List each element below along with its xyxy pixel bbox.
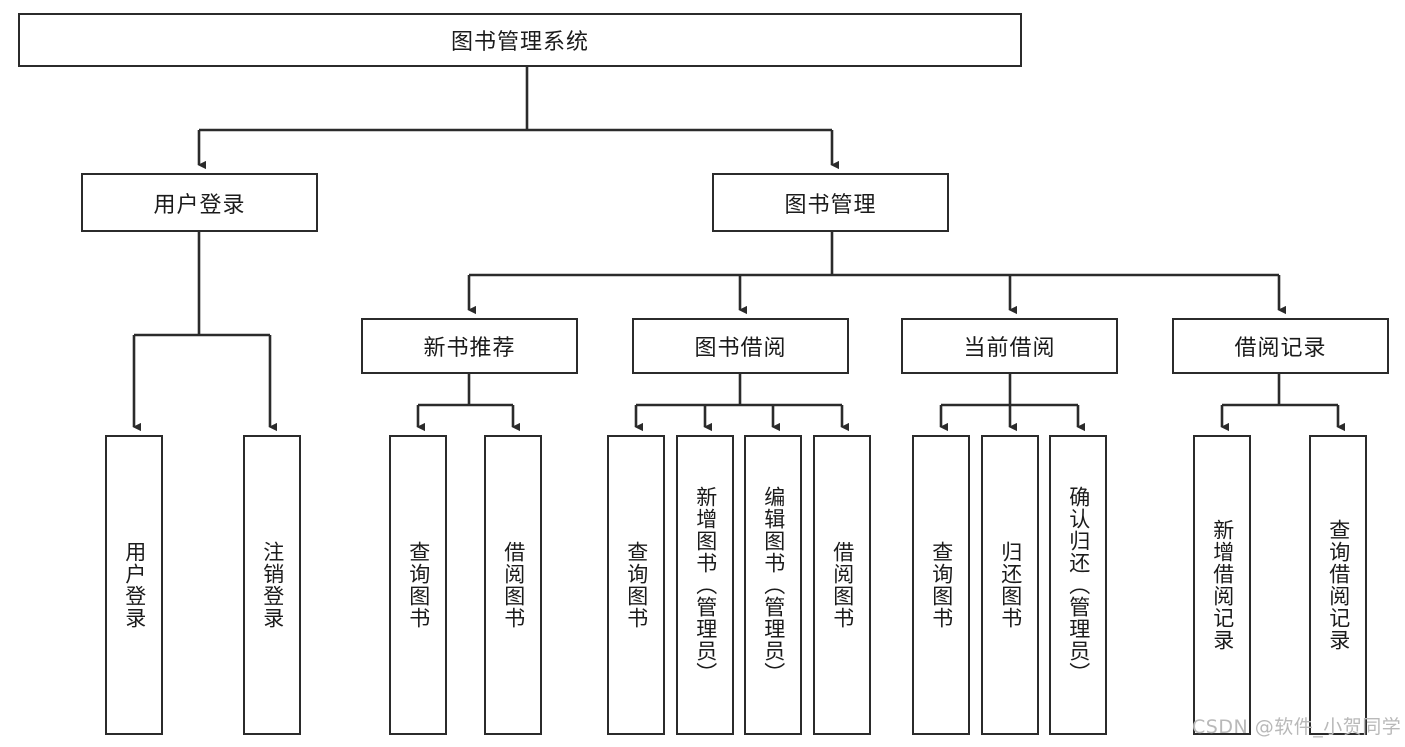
leaf-user-login-label: 用户登录 bbox=[122, 541, 147, 629]
leaf-add-borrow-record-label: 新增借阅记录 bbox=[1210, 519, 1235, 651]
leaf-query-book-borrow[interactable]: 查询图书 bbox=[607, 435, 665, 735]
leaf-borrow-book-label: 借阅图书 bbox=[830, 541, 855, 629]
leaf-query-borrow-record-label: 查询借阅记录 bbox=[1326, 519, 1351, 651]
node-book-management[interactable]: 图书管理 bbox=[712, 173, 949, 232]
node-current-borrow[interactable]: 当前借阅 bbox=[901, 318, 1118, 374]
leaf-confirm-return-admin-label: 确认归还（管理员） bbox=[1066, 486, 1091, 684]
node-user-login[interactable]: 用户登录 bbox=[81, 173, 318, 232]
leaf-logout[interactable]: 注销登录 bbox=[243, 435, 301, 735]
node-root[interactable]: 图书管理系统 bbox=[18, 13, 1022, 67]
leaf-borrow-book-recommend-label: 借阅图书 bbox=[501, 541, 526, 629]
node-borrow-record[interactable]: 借阅记录 bbox=[1172, 318, 1389, 374]
node-book-management-label: 图书管理 bbox=[784, 192, 877, 218]
leaf-query-book-borrow-label: 查询图书 bbox=[624, 541, 649, 629]
leaf-borrow-book-recommend[interactable]: 借阅图书 bbox=[484, 435, 542, 735]
leaf-edit-book-admin-label: 编辑图书（管理员） bbox=[761, 486, 786, 684]
node-new-book-recommend[interactable]: 新书推荐 bbox=[361, 318, 578, 374]
leaf-add-book-admin[interactable]: 新增图书（管理员） bbox=[676, 435, 734, 735]
leaf-edit-book-admin[interactable]: 编辑图书（管理员） bbox=[744, 435, 802, 735]
node-book-borrow-label: 图书借阅 bbox=[694, 336, 787, 361]
node-book-borrow[interactable]: 图书借阅 bbox=[632, 318, 849, 374]
leaf-logout-label: 注销登录 bbox=[260, 541, 285, 629]
leaf-user-login[interactable]: 用户登录 bbox=[105, 435, 163, 735]
node-user-login-label: 用户登录 bbox=[153, 192, 246, 218]
leaf-query-book-recommend[interactable]: 查询图书 bbox=[389, 435, 447, 735]
node-root-label: 图书管理系统 bbox=[450, 30, 589, 55]
node-current-borrow-label: 当前借阅 bbox=[963, 336, 1056, 361]
leaf-return-book[interactable]: 归还图书 bbox=[981, 435, 1039, 735]
node-borrow-record-label: 借阅记录 bbox=[1234, 336, 1327, 361]
node-new-book-recommend-label: 新书推荐 bbox=[423, 336, 516, 361]
leaf-add-book-admin-label: 新增图书（管理员） bbox=[693, 486, 718, 684]
leaf-confirm-return-admin[interactable]: 确认归还（管理员） bbox=[1049, 435, 1107, 735]
watermark: CSDN @软件_小贺同学 bbox=[1192, 716, 1402, 738]
leaf-return-book-label: 归还图书 bbox=[998, 541, 1023, 629]
leaf-query-borrow-record[interactable]: 查询借阅记录 bbox=[1309, 435, 1367, 735]
leaf-add-borrow-record[interactable]: 新增借阅记录 bbox=[1193, 435, 1251, 735]
leaf-query-book-current-label: 查询图书 bbox=[929, 541, 954, 629]
leaf-query-book-recommend-label: 查询图书 bbox=[406, 541, 431, 629]
leaf-borrow-book[interactable]: 借阅图书 bbox=[813, 435, 871, 735]
leaf-query-book-current[interactable]: 查询图书 bbox=[912, 435, 970, 735]
